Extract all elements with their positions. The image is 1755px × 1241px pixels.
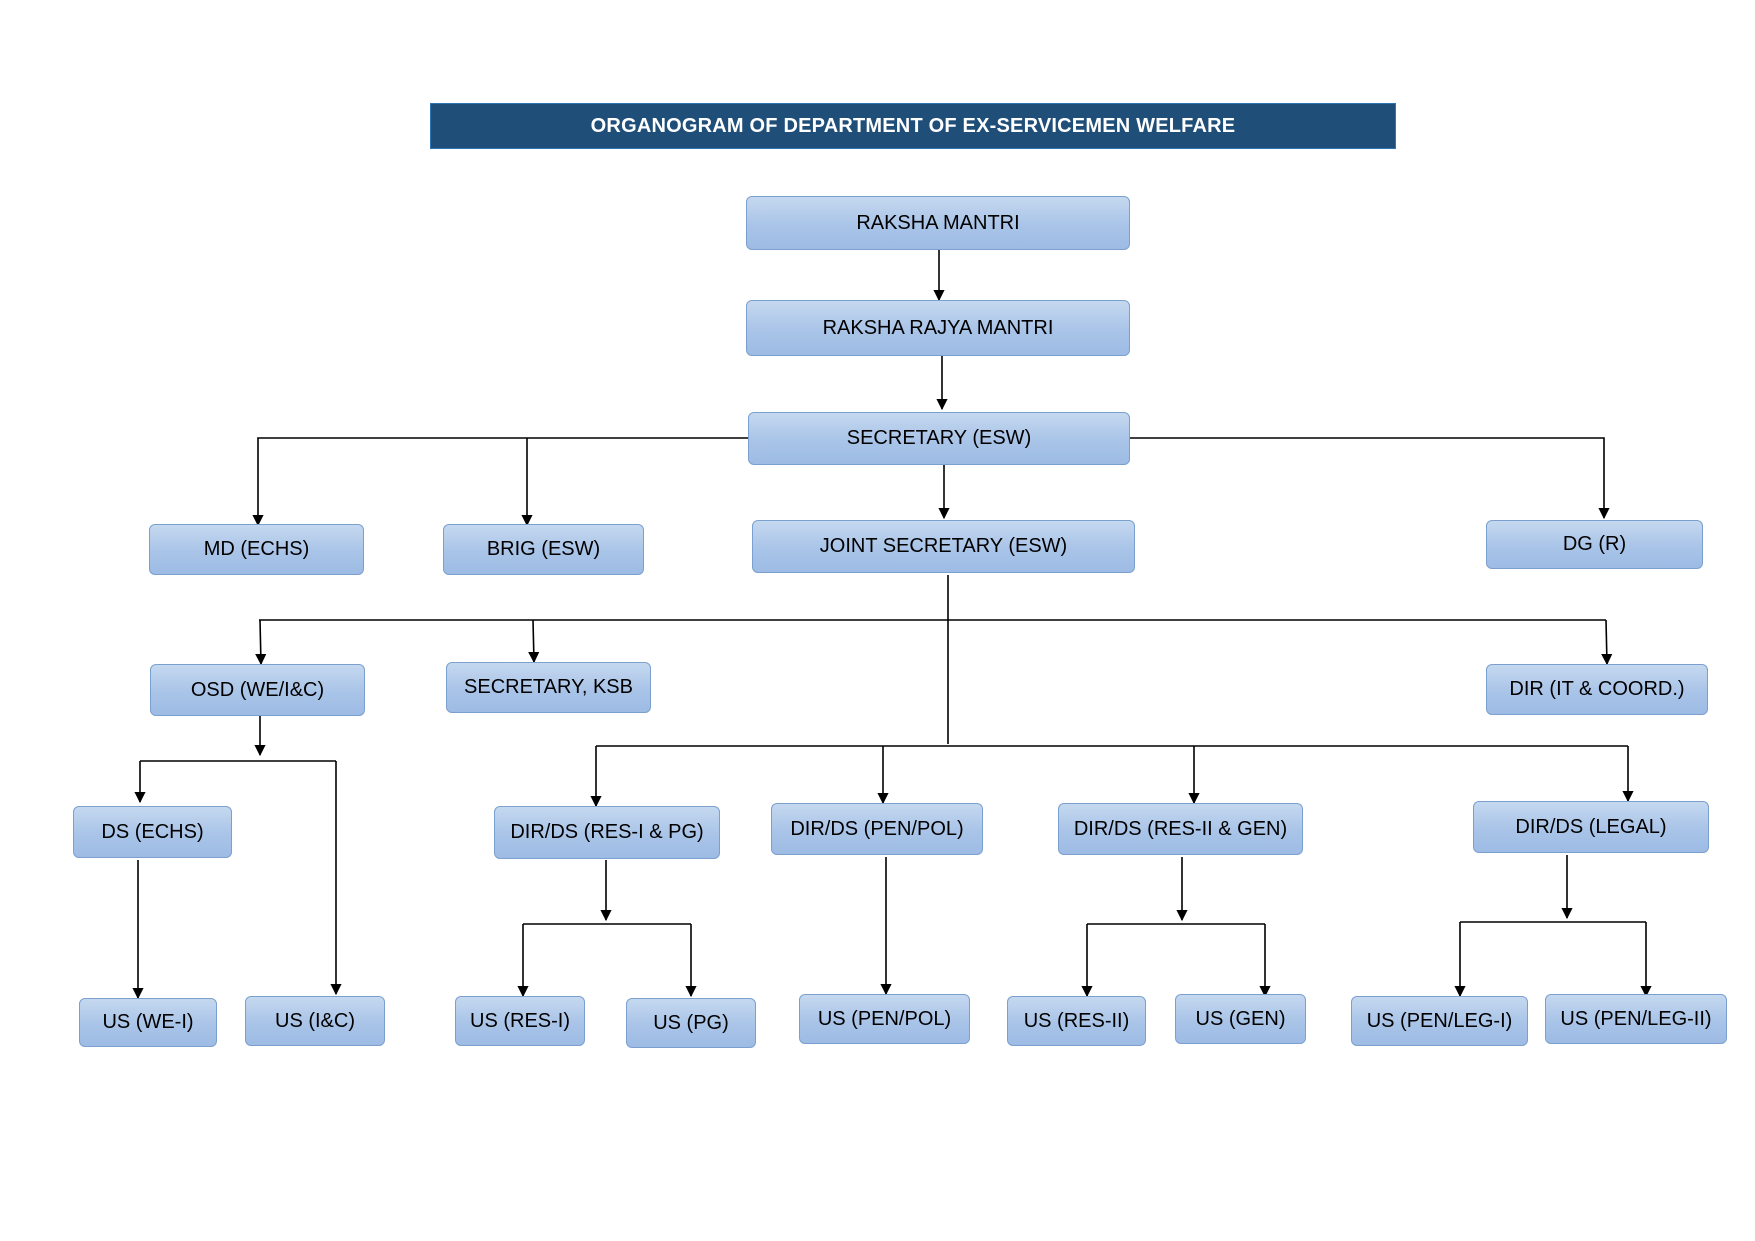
node-secretary-ksb: SECRETARY, KSB <box>446 662 651 713</box>
page-title: ORGANOGRAM OF DEPARTMENT OF EX-SERVICEME… <box>430 103 1396 149</box>
node-us-pen-pol: US (PEN/POL) <box>799 994 970 1044</box>
connector-js-osd <box>255 619 267 666</box>
node-osd-we-ic: OSD (WE/I&C) <box>150 664 365 716</box>
node-secretary-esw: SECRETARY (ESW) <box>748 412 1130 465</box>
node-dir-ds-legal: DIR/DS (LEGAL) <box>1473 801 1709 853</box>
node-dir-ds-res1-pg: DIR/DS (RES-I & PG) <box>494 806 720 859</box>
connector-js-ksb <box>528 619 540 664</box>
node-us-pen-leg-i: US (PEN/LEG-I) <box>1351 996 1528 1046</box>
connector-sec-md <box>252 437 748 527</box>
connector-js-dirit <box>1601 619 1613 666</box>
node-us-res-i: US (RES-I) <box>455 996 585 1046</box>
node-dg-r: DG (R) <box>1486 520 1703 569</box>
node-us-pg: US (PG) <box>626 998 756 1048</box>
node-brig-esw: BRIG (ESW) <box>443 524 644 575</box>
node-us-ic: US (I&C) <box>245 996 385 1046</box>
node-dir-it-coord: DIR (IT & COORD.) <box>1486 664 1708 715</box>
node-us-gen: US (GEN) <box>1175 994 1306 1044</box>
node-dir-ds-res2-gen: DIR/DS (RES-II & GEN) <box>1058 803 1303 855</box>
node-us-pen-leg-ii: US (PEN/LEG-II) <box>1545 994 1727 1044</box>
node-us-we-i: US (WE-I) <box>79 998 217 1047</box>
node-joint-secretary-esw: JOINT SECRETARY (ESW) <box>752 520 1135 573</box>
node-raksha-rajya-mantri: RAKSHA RAJYA MANTRI <box>746 300 1130 356</box>
node-md-echs: MD (ECHS) <box>149 524 364 575</box>
node-raksha-mantri: RAKSHA MANTRI <box>746 196 1130 250</box>
node-ds-echs: DS (ECHS) <box>73 806 232 858</box>
node-us-res-ii: US (RES-II) <box>1007 996 1146 1046</box>
node-dir-ds-pen-pol: DIR/DS (PEN/POL) <box>771 803 983 855</box>
connector-sec-dg <box>1130 437 1610 520</box>
